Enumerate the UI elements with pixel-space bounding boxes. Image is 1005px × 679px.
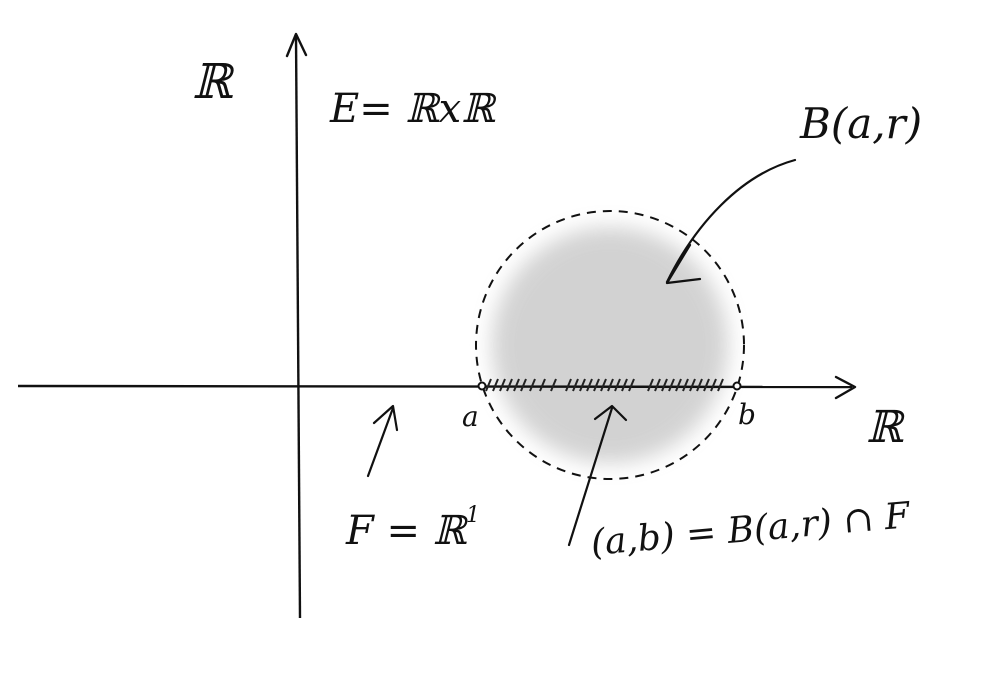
y-axis-line bbox=[294, 35, 302, 619]
point-b-marker bbox=[732, 381, 742, 391]
x-axis-label: ℝ bbox=[866, 402, 905, 453]
point-a-label: a bbox=[462, 400, 479, 433]
ball-pointer-arrowhead bbox=[665, 243, 702, 285]
x-axis-arrowhead bbox=[834, 375, 857, 400]
space-label: E= ℝxℝ bbox=[329, 86, 497, 132]
subspace-label-base: F = ℝ bbox=[345, 508, 469, 554]
point-b-label: b bbox=[738, 398, 756, 431]
ball-pointer-arrow bbox=[665, 158, 797, 284]
interval-pointer-arrowhead bbox=[593, 404, 628, 422]
y-axis-arrowhead bbox=[285, 32, 308, 58]
intersection-label: (a,b) = B(a,r) ∩ F bbox=[589, 495, 913, 564]
subspace-pointer-arrow bbox=[366, 406, 395, 478]
y-axis-label: ℝ bbox=[192, 54, 235, 110]
x-axis-line bbox=[17, 384, 853, 389]
subspace-label-exponent: 1 bbox=[466, 503, 480, 528]
ball-boundary bbox=[475, 210, 745, 480]
subspace-pointer-arrowhead bbox=[372, 404, 399, 432]
point-a-marker bbox=[477, 381, 487, 391]
interval-pointer-arrow bbox=[567, 406, 614, 547]
ball-shading bbox=[492, 227, 728, 463]
interval-hatching bbox=[485, 378, 724, 392]
subspace-label: F = ℝ1 bbox=[345, 503, 480, 554]
ball-label: B(a,r) bbox=[799, 99, 922, 148]
